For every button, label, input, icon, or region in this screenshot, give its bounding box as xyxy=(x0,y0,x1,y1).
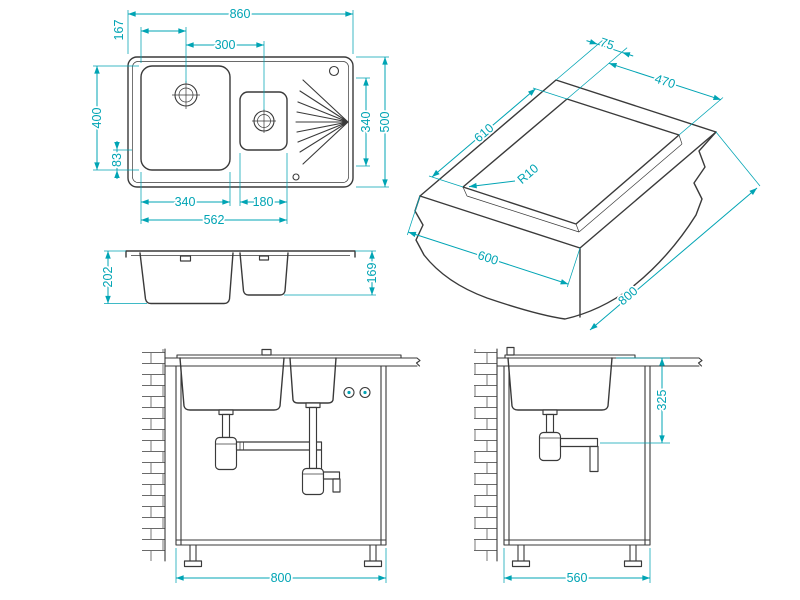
pop-up-knob xyxy=(261,348,272,356)
main-drain-flange xyxy=(218,409,234,416)
iso-view: 610 470 75 R10 600 800 xyxy=(406,33,761,331)
rim-profile xyxy=(125,250,356,258)
front-dimensions: 202 169 xyxy=(99,250,381,304)
small-bowl-overflow xyxy=(258,255,270,261)
dim-iso-corner-radius: R10 xyxy=(515,161,542,187)
bowl-section xyxy=(507,357,613,411)
waste-pipe-horizontal xyxy=(235,441,323,451)
small-bowl-section xyxy=(289,357,337,404)
small-bowl-drain xyxy=(252,109,276,133)
dim-plan-drainer-extent: 340 xyxy=(359,112,373,133)
tap-hole xyxy=(328,65,340,77)
sink-outline xyxy=(127,56,354,188)
waste-pipe-elbow xyxy=(589,445,599,473)
dim-iso-cutout-depth: 470 xyxy=(653,72,677,92)
install-view-right: 325 560 xyxy=(474,346,703,587)
drain-flange xyxy=(542,409,558,416)
waste-pipe-horizontal xyxy=(559,437,599,448)
main-tailpiece xyxy=(221,413,231,439)
tailpiece xyxy=(545,413,555,434)
counter-front-edges xyxy=(419,131,717,318)
dim-install-left-cabinet-width: 800 xyxy=(271,571,292,585)
plan-dimensions: 860 167 300 400 83 340 500 340 xyxy=(88,5,394,229)
pop-up-knob-hole xyxy=(292,173,300,181)
install-right-dimensions: 325 560 xyxy=(503,357,671,587)
dim-install-right-drain-height: 325 xyxy=(655,390,669,411)
dim-plan-overall-width: 860 xyxy=(230,7,251,21)
supply-valves xyxy=(343,386,371,399)
plumbing xyxy=(538,409,599,473)
dim-front-main-bowl-height: 202 xyxy=(101,267,115,288)
wall-brick-pattern xyxy=(142,349,165,561)
install-view-left: 800 xyxy=(142,348,421,587)
small-waste-elbow xyxy=(332,478,341,493)
cabinet xyxy=(503,365,651,568)
main-bowl-section xyxy=(139,252,234,305)
dim-plan-overall-depth: 500 xyxy=(378,112,392,133)
cabinet xyxy=(175,365,387,568)
bottle-trap xyxy=(538,431,562,462)
main-bottle-trap xyxy=(214,436,238,471)
main-bowl xyxy=(140,65,231,171)
plumbing xyxy=(214,386,371,496)
drainboard-grooves xyxy=(295,79,349,165)
dim-plan-cutout-width: 562 xyxy=(204,213,225,227)
main-bowl-overflow xyxy=(179,255,192,262)
countertop xyxy=(164,357,421,367)
dim-iso-cutout-length: 610 xyxy=(472,121,497,145)
small-bottle-trap xyxy=(301,467,325,496)
small-bowl-section xyxy=(239,252,289,296)
install-left-dimensions: 800 xyxy=(175,548,387,587)
cutout-hole-inner-wall xyxy=(462,134,683,233)
dim-plan-bowl-bottom-offset: 83 xyxy=(110,153,124,167)
dim-iso-rear-margin: 75 xyxy=(598,35,616,53)
small-bowl xyxy=(239,91,288,151)
front-section-view: 202 169 xyxy=(99,250,381,305)
main-bowl-drain xyxy=(172,81,200,109)
dim-plan-small-bowl-width: 180 xyxy=(253,195,274,209)
plan-view: 860 167 300 400 83 340 500 340 xyxy=(88,5,394,229)
dim-plan-drain-offset: 167 xyxy=(112,20,126,41)
dim-plan-main-bowl-width: 340 xyxy=(175,195,196,209)
faucet-stub xyxy=(506,346,515,356)
small-tailpiece xyxy=(308,406,318,470)
dim-plan-main-bowl-length: 400 xyxy=(90,108,104,129)
dim-iso-counter-depth: 600 xyxy=(476,248,500,268)
wall-brick-pattern xyxy=(474,349,497,561)
dim-front-small-bowl-height: 169 xyxy=(365,263,379,284)
small-waste-pipe xyxy=(322,471,341,480)
countertop xyxy=(496,357,703,367)
dim-install-right-cabinet-width: 560 xyxy=(567,571,588,585)
small-drain-flange xyxy=(305,402,321,409)
dim-plan-drain-spacing: 300 xyxy=(215,38,236,52)
sink-rim xyxy=(504,354,636,359)
sink-rim xyxy=(176,354,402,359)
